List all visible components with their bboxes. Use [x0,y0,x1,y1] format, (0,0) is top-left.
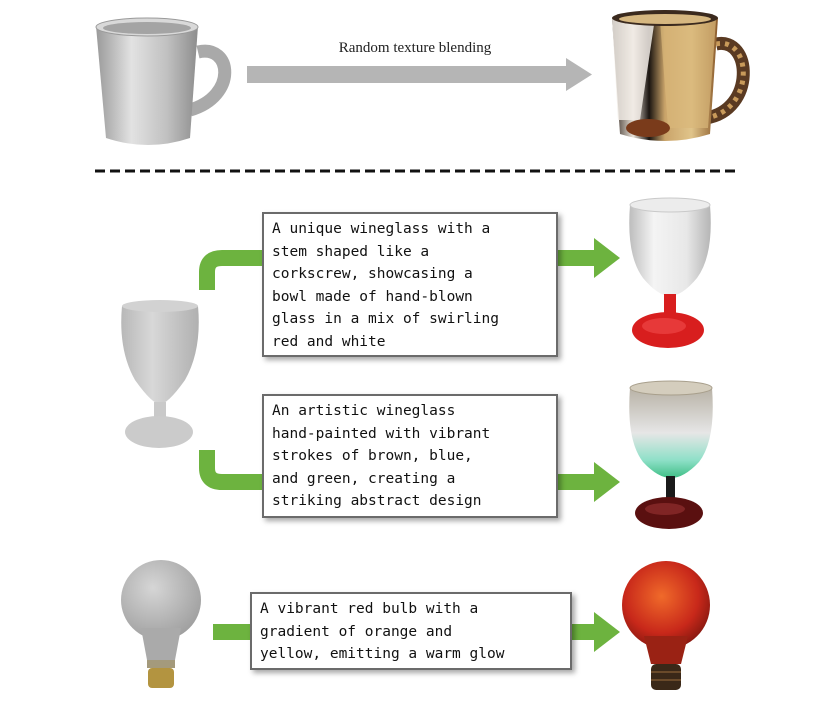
prompt-3-line-2: gradient of orange and [260,623,453,640]
prompt-2-line-4: and green, creating a [272,470,456,487]
prompt-1-line-5: glass in a mix of swirling [272,311,499,327]
prompt-1-line-6: red and white [272,333,386,350]
green-curve-arrow-top [199,250,264,290]
prompt-2-line-3: strokes of brown, blue, [272,448,473,464]
gray-bulb-icon [121,560,201,688]
gray-arrow-icon [247,58,592,91]
green-arrow-1 [556,238,620,278]
green-curve-arrow-bottom [199,450,264,490]
green-arrow-2 [556,462,620,502]
prompt-1-line-1: A unique wineglass with a [272,221,491,237]
prompt-box-3: A vibrant red bulb with a gradient of or… [250,592,572,670]
prompt-box-1: A unique wineglass with a stem shaped li… [262,212,558,357]
gray-wineglass-icon [121,300,199,448]
gray-mug-icon [95,17,232,145]
red-bulb-icon [622,561,710,690]
prompt-3-line-3: yellow, emitting a warm glow [260,646,505,662]
prompt-2-line-5: striking abstract design [272,493,482,509]
green-arrow-3-right [570,612,620,652]
prompt-box-2: An artistic wineglass hand-painted with … [262,394,558,518]
prompt-1-line-2: stem shaped like a [272,243,430,260]
prompt-2-line-2: hand-painted with vibrant [272,425,491,442]
prompt-1-line-4: bowl made of hand-blown [272,288,473,305]
multicolor-wineglass-icon [629,380,713,529]
textured-mug-icon [612,10,750,141]
texture-blending-caption: Random texture blending [338,40,492,56]
green-arrow-3-left [213,624,253,640]
prompt-1-line-3: corkscrew, showcasing a [272,266,473,282]
prompt-2-line-1: An artistic wineglass [272,403,456,419]
prompt-3-line-1: A vibrant red bulb with a [260,601,479,617]
red-white-wineglass-icon [629,197,711,348]
